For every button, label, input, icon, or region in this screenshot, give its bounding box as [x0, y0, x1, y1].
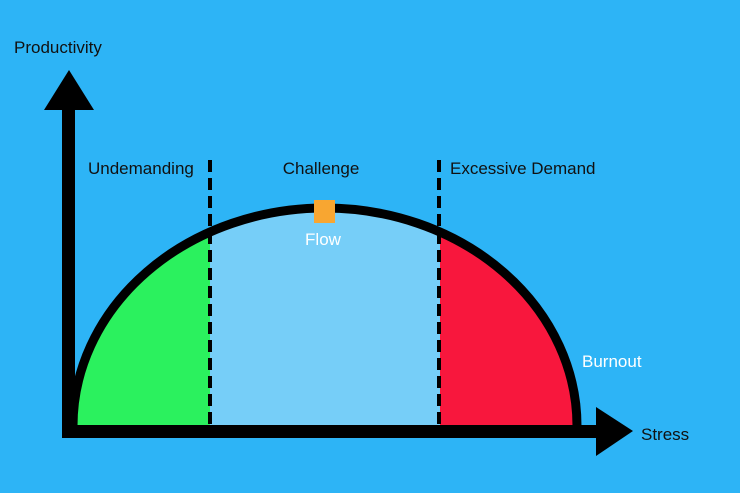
zone-undemanding-label: Undemanding [88, 159, 194, 178]
y-axis-arrowhead [44, 70, 94, 110]
x-axis-line [62, 425, 610, 438]
burnout-label: Burnout [582, 352, 642, 371]
x-axis-arrowhead [596, 407, 633, 456]
flow-label: Flow [305, 230, 342, 249]
y-axis-line [62, 100, 75, 438]
zone-excessive-label: Excessive Demand [450, 159, 596, 178]
x-axis-label: Stress [641, 425, 689, 444]
zone-challenge-label: Challenge [283, 159, 360, 178]
flow-marker [314, 200, 335, 223]
zone-challenge-fill [210, 208, 440, 426]
y-axis-label: Productivity [14, 38, 102, 57]
